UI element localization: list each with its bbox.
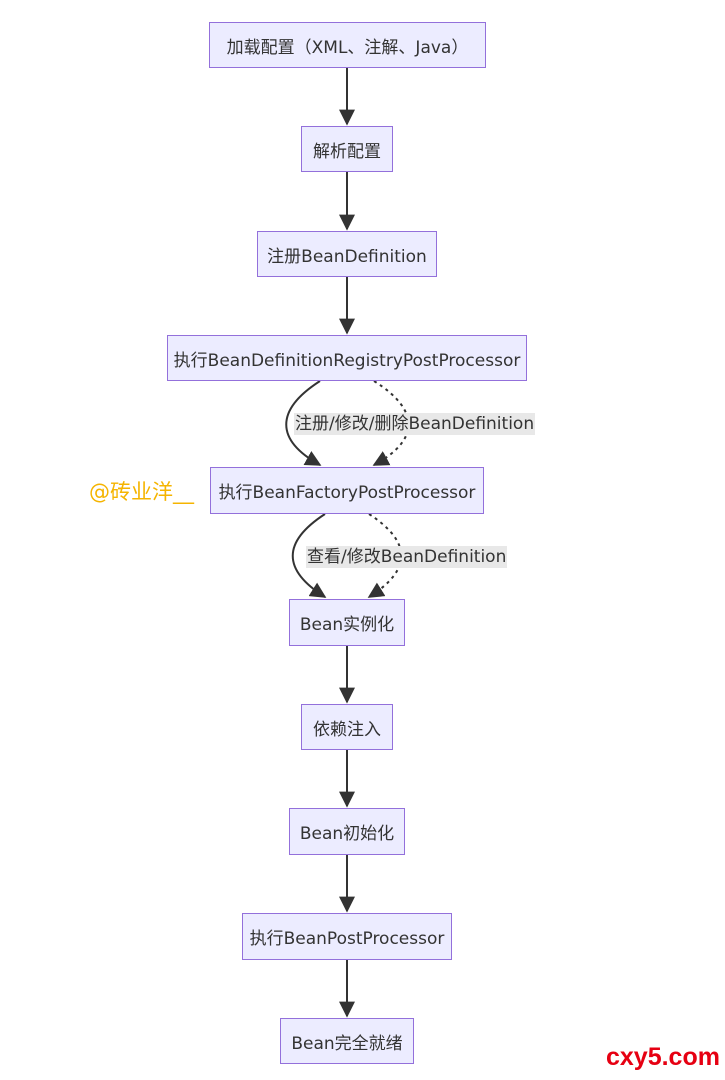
node-bean-initialization: Bean初始化 — [289, 808, 405, 855]
node-bean-ready-label: Bean完全就绪 — [291, 1033, 403, 1054]
node-bdrpp-label: 执行BeanDefinitionRegistryPostProcessor — [173, 350, 521, 371]
node-bpp-label: 执行BeanPostProcessor — [249, 929, 445, 949]
node-bfpp-label: 执行BeanFactoryPostProcessor — [218, 483, 476, 503]
node-bean-ready: Bean完全就绪 — [280, 1018, 414, 1064]
edge-bfpp-to-instantiate-dotted — [367, 513, 403, 598]
node-bean-initialization-label: Bean初始化 — [299, 824, 395, 844]
node-load-config: 加载配置（XML、注解、Java） — [209, 22, 486, 68]
edge-bfpp-to-instantiate-solid — [291, 513, 327, 598]
node-parse-config: 解析配置 — [301, 126, 393, 172]
edge-label-view-modify: 查看/修改BeanDefinition — [306, 546, 508, 568]
node-dependency-injection-label: 依赖注入 — [313, 719, 381, 740]
author-watermark: @砖业洋__ — [89, 480, 194, 504]
node-parse-config-label: 解析配置 — [313, 141, 381, 162]
node-load-config-label: 加载配置（XML、注解、Java） — [226, 37, 469, 58]
edge-bdrpp-to-bfpp-solid — [285, 380, 322, 466]
site-watermark: cxy5.com — [606, 1043, 720, 1071]
node-bpp: 执行BeanPostProcessor — [242, 913, 452, 960]
node-register-bean-definition-label: 注册BeanDefinition — [267, 246, 427, 267]
node-dependency-injection: 依赖注入 — [301, 704, 393, 750]
node-bdrpp: 执行BeanDefinitionRegistryPostProcessor — [167, 335, 527, 381]
node-register-bean-definition: 注册BeanDefinition — [257, 231, 437, 277]
node-bfpp: 执行BeanFactoryPostProcessor — [210, 467, 484, 514]
node-bean-instantiation: Bean实例化 — [289, 599, 405, 646]
edge-label-register-modify-delete: 注册/修改/删除BeanDefinition — [294, 413, 536, 435]
node-bean-instantiation-label: Bean实例化 — [299, 615, 395, 635]
